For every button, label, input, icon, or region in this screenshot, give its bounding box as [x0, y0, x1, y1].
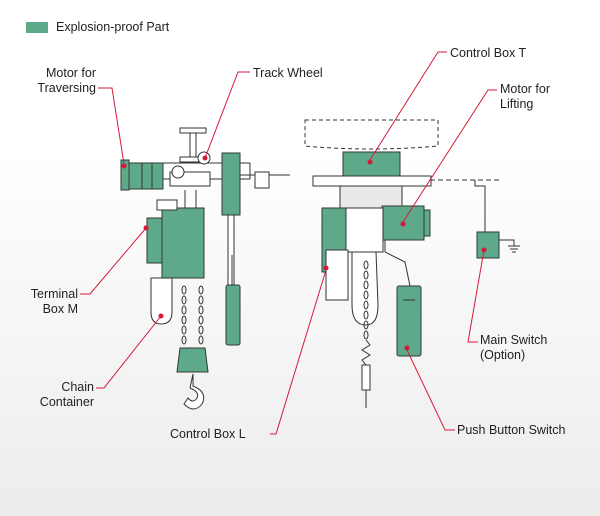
label-main-switch-line2: (Option): [480, 348, 526, 362]
hook: [183, 373, 205, 410]
main-switch-shape: [476, 231, 500, 259]
beam-right: [304, 119, 439, 150]
chain-container-shape: [150, 277, 173, 325]
label-main-switch: Main Switch (Option): [480, 333, 547, 363]
label-motor-traversing-line2: Traversing: [37, 81, 96, 95]
leader-lines: [80, 51, 497, 435]
hook-block: [176, 347, 209, 373]
motor-traversing-body: [128, 162, 164, 190]
chain-right: [363, 260, 369, 340]
legend: Explosion-proof Part: [26, 20, 169, 34]
label-motor-lifting-line1: Motor for: [500, 82, 551, 96]
side-plate-green: [221, 152, 241, 216]
label-terminal-box-m-line2: Box M: [42, 302, 78, 316]
chain-left: [181, 285, 204, 345]
label-chain-container: Chain Container: [14, 380, 94, 410]
left-hoist: [120, 127, 290, 410]
trolley-frame-right: [312, 175, 432, 187]
legend-swatch: [26, 21, 48, 33]
label-track-wheel: Track Wheel: [253, 66, 323, 80]
label-main-switch-line1: Main Switch: [480, 333, 548, 347]
label-terminal-box-m-line1: Terminal: [30, 287, 78, 301]
right-hoist: [304, 119, 520, 408]
label-control-box-t: Control Box T: [450, 46, 527, 60]
push-button-switch-shape: [396, 285, 422, 357]
label-terminal-box-m: Terminal Box M: [10, 287, 78, 317]
label-push-button-switch: Push Button Switch: [457, 423, 566, 437]
left-pendant: [225, 284, 241, 346]
terminal-box-shape: [146, 217, 163, 264]
label-control-box-l: Control Box L: [170, 427, 246, 441]
hoist-body-left: [161, 207, 205, 279]
legend-label: Explosion-proof Part: [56, 20, 170, 34]
label-motor-traversing-line1: Motor for: [45, 66, 96, 80]
label-chain-container-line1: Chain: [61, 380, 94, 394]
label-motor-lifting-line2: Lifting: [500, 97, 534, 111]
label-motor-lifting: Motor for Lifting: [500, 82, 550, 112]
label-motor-traversing: Motor for Traversing: [22, 66, 96, 96]
label-chain-container-line2: Container: [39, 395, 94, 409]
